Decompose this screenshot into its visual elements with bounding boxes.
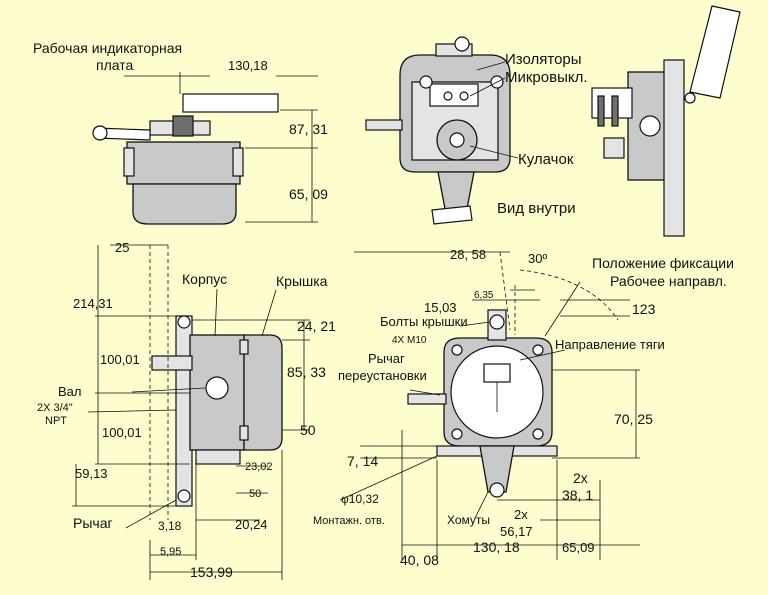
dim-7-14: 7, 14 <box>347 453 378 469</box>
label-pull-direction: Направление тяги <box>555 337 665 352</box>
dim-30-degrees: 30º <box>528 251 547 266</box>
label-bolts-size: 4X M10 <box>392 335 427 346</box>
bottom-front-view <box>339 251 640 560</box>
dim-6-35: 6,35 <box>474 290 494 301</box>
dim-24-21: 24, 21 <box>297 318 336 334</box>
dim-phi-10-32: φ10,32 <box>341 492 379 506</box>
dim-65-09-top: 65, 09 <box>289 186 328 202</box>
dim-50-side: 50 <box>300 422 316 438</box>
dim-56-17: 56,17 <box>500 524 533 539</box>
label-cover-bolts: Болты крышки <box>380 314 468 329</box>
dim-123: 123 <box>632 301 656 317</box>
dim-65-09-bottom: 65,09 <box>562 540 595 555</box>
front-logo-plate <box>483 363 511 383</box>
top-housing-body <box>126 141 241 185</box>
microswitch-shape <box>429 83 479 107</box>
dimension-values: 130,18 87, 31 65, 09 25 214,31 100,01 10… <box>73 58 656 580</box>
callout-labels: Рабочая индикаторная плата Изоляторы Мик… <box>33 40 734 531</box>
label-reset-lever-line2: переустановки <box>338 368 427 383</box>
top-side-view <box>92 72 318 225</box>
top-cover-shape <box>132 183 237 225</box>
dim-2x-b: 2x <box>514 507 528 522</box>
label-cam: Кулачок <box>518 151 574 168</box>
dim-130-18-bottom: 130, 18 <box>473 539 520 555</box>
dim-85-33: 85, 33 <box>287 364 326 380</box>
label-work-direction: Рабочее направл. <box>610 273 727 289</box>
label-clamps: Хомуты <box>447 513 490 527</box>
label-housing: Корпус <box>182 271 227 287</box>
dim-100-01-a: 100,01 <box>100 352 140 367</box>
front-lower-lever <box>479 445 515 493</box>
dim-70-25: 70, 25 <box>614 411 653 427</box>
dim-50-bottom: 50 <box>249 488 261 500</box>
label-shaft: Вал <box>58 384 82 399</box>
label-mount-hole: Монтажн. отв. <box>313 515 385 527</box>
label-lock-position: Положение фиксации <box>592 255 734 271</box>
label-npt-line1: 2X 3/4" <box>37 402 73 414</box>
dim-214-31: 214,31 <box>73 296 113 311</box>
inside-view <box>365 36 519 225</box>
bottom-cover <box>243 334 283 451</box>
dim-28-58: 28, 58 <box>450 247 486 262</box>
dim-130-18-top: 130,18 <box>228 58 268 73</box>
dim-2x-a: 2x <box>573 470 588 486</box>
label-inside-view: Вид внутри <box>497 200 576 217</box>
bottom-shaft <box>151 355 193 371</box>
bottom-side-view <box>72 244 310 580</box>
dim-59-13: 59,13 <box>75 466 108 481</box>
label-reset-lever-line1: Рычаг <box>368 351 405 366</box>
label-insulators: Изоляторы <box>505 51 582 68</box>
dim-15-03: 15,03 <box>424 300 457 315</box>
label-lever: Рычаг <box>73 515 113 531</box>
label-cover: Крышка <box>276 273 328 289</box>
indicator-plate-shape <box>182 93 279 113</box>
right-lever <box>689 5 741 99</box>
dim-20-24: 20,24 <box>235 517 268 532</box>
side-assembly <box>591 5 741 237</box>
label-indicator-plate-line1: Рабочая индикаторная <box>33 40 182 56</box>
dim-87-31: 87, 31 <box>289 121 328 137</box>
dim-38-1: 38, 1 <box>562 487 593 503</box>
dim-153-99: 153,99 <box>190 564 233 580</box>
dim-100-01-b: 100,01 <box>102 425 142 440</box>
top-hub <box>172 115 194 137</box>
label-npt-line2: NPT <box>45 415 67 427</box>
dim-23-02: 23,02 <box>245 461 273 473</box>
dim-3-18: 3,18 <box>158 519 182 533</box>
dim-25: 25 <box>115 240 129 255</box>
dim-5-95: 5,95 <box>160 546 181 558</box>
label-indicator-plate-line2: плата <box>96 57 133 73</box>
label-microswitch: Микровыкл. <box>505 69 588 86</box>
dim-40-08: 40, 08 <box>400 552 439 568</box>
